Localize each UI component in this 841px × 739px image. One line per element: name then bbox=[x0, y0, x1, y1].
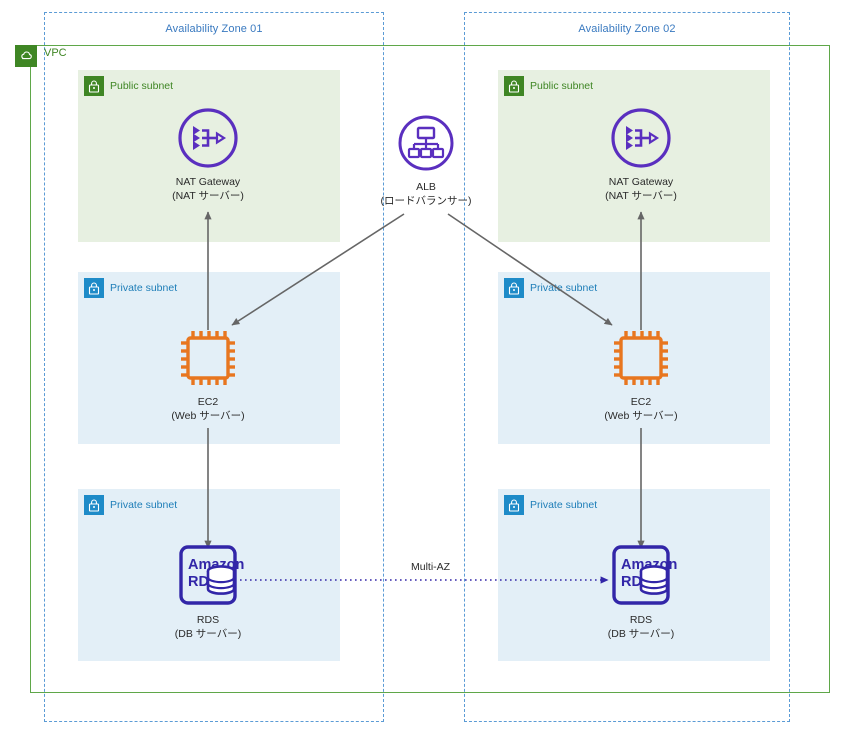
node-ec2-az01-label: EC2 (Web サーバー) bbox=[171, 396, 245, 422]
vpc-cloud-icon bbox=[15, 45, 37, 67]
ec2-instance-icon bbox=[581, 325, 701, 391]
node-ec2-az02[interactable]: EC2 (Web サーバー) bbox=[581, 325, 701, 423]
lock-icon bbox=[504, 495, 524, 515]
availability-zone-01-title: Availability Zone 01 bbox=[165, 23, 263, 35]
node-rds-az01-label: RDS (DB サーバー) bbox=[174, 614, 242, 640]
subnet-az02-public: Public subnet bbox=[498, 70, 770, 242]
node-nat-gateway-az02[interactable]: NAT Gateway (NAT サーバー) bbox=[581, 105, 701, 203]
subnet-az01-private-app-label: Private subnet bbox=[110, 282, 178, 294]
vpc-container bbox=[30, 45, 830, 693]
lock-icon bbox=[84, 278, 104, 298]
node-nat-gateway-az01-label: NAT Gateway (NAT サーバー) bbox=[172, 176, 244, 202]
node-rds-az02-label: RDS (DB サーバー) bbox=[607, 614, 675, 640]
vpc-label: VPC bbox=[44, 47, 67, 59]
nat-gateway-icon bbox=[581, 105, 701, 171]
availability-zone-01-container: Availability Zone 01 bbox=[44, 12, 384, 722]
edge-label-multi-az: Multi-AZ bbox=[408, 561, 454, 573]
lock-icon bbox=[504, 76, 524, 96]
subnet-az01-public-label: Public subnet bbox=[110, 80, 174, 92]
node-alb-label: ALB (ロードバランサー) bbox=[380, 181, 472, 207]
subnet-az02-private-db-label: Private subnet bbox=[530, 499, 598, 511]
subnet-az02-private-app-label: Private subnet bbox=[530, 282, 598, 294]
nat-gateway-icon bbox=[148, 105, 268, 171]
subnet-az02-private-db: Private subnet bbox=[498, 489, 770, 661]
node-rds-az02[interactable]: Amazon RDS RDS (DB サーバー) bbox=[581, 543, 701, 641]
rds-database-icon: Amazon RDS bbox=[581, 543, 701, 609]
node-nat-gateway-az01[interactable]: NAT Gateway (NAT サーバー) bbox=[148, 105, 268, 203]
lock-icon bbox=[84, 495, 104, 515]
subnet-az01-private-db-label: Private subnet bbox=[110, 499, 178, 511]
availability-zone-02-title: Availability Zone 02 bbox=[578, 23, 676, 35]
rds-database-icon: Amazon RDS bbox=[148, 543, 268, 609]
lock-icon bbox=[504, 278, 524, 298]
node-nat-gateway-az02-label: NAT Gateway (NAT サーバー) bbox=[605, 176, 677, 202]
node-ec2-az02-label: EC2 (Web サーバー) bbox=[604, 396, 678, 422]
lock-icon bbox=[84, 76, 104, 96]
node-rds-az01[interactable]: Amazon RDS RDS (DB サーバー) bbox=[148, 543, 268, 641]
node-ec2-az01[interactable]: EC2 (Web サーバー) bbox=[148, 325, 268, 423]
availability-zone-02-container: Availability Zone 02 bbox=[464, 12, 790, 722]
node-alb[interactable]: ALB (ロードバランサー) bbox=[366, 110, 486, 208]
load-balancer-icon bbox=[366, 110, 486, 176]
subnet-az02-public-label: Public subnet bbox=[530, 80, 594, 92]
ec2-instance-icon bbox=[148, 325, 268, 391]
